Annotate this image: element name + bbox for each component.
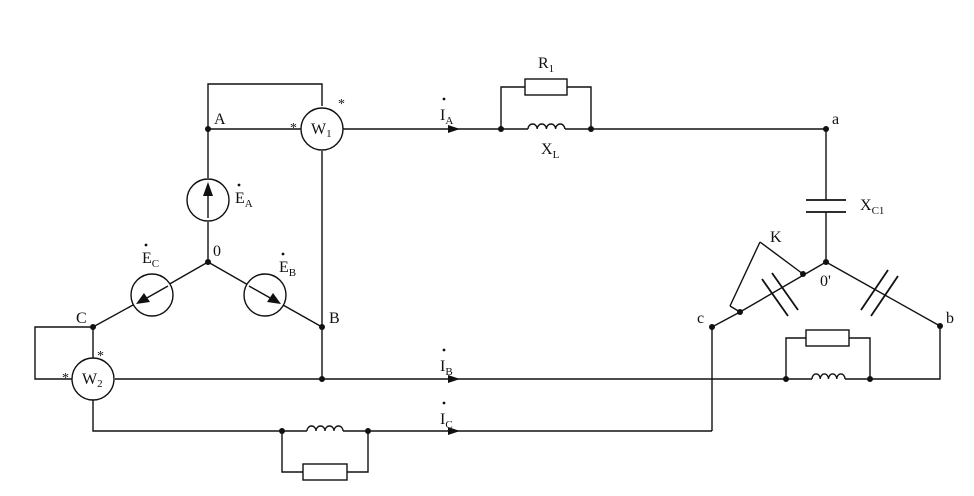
node-label-zero-prime: 0' — [820, 273, 831, 290]
node-dot-load-c-right — [365, 428, 371, 434]
wires — [34, 83, 941, 473]
node-dot-a — [823, 126, 829, 132]
node-label-zero: 0 — [213, 243, 221, 260]
source-EC — [130, 273, 174, 317]
component-label-XL: XL — [541, 141, 560, 161]
labels: A 0 B C a 0' c b EA EB EC W1 W2 * * * * … — [62, 55, 954, 431]
star-w2-left: * — [62, 371, 69, 386]
star-w1-left: * — [290, 121, 297, 136]
source-label-EB: EB — [279, 259, 296, 279]
source-EB — [243, 273, 287, 317]
current-arrow-IB — [448, 375, 460, 383]
resistor-load-b — [805, 329, 850, 347]
switch-label-K: K — [770, 229, 782, 246]
source-label-EC: EC — [142, 250, 159, 270]
node-label-C: C — [76, 310, 87, 327]
resistor-R1 — [524, 78, 568, 96]
node-dot-load-c-left — [279, 428, 285, 434]
star-w1-top: * — [338, 97, 345, 112]
node-label-A: A — [214, 111, 226, 128]
node-dot-b — [937, 323, 943, 329]
capacitor-XC1 — [806, 199, 846, 213]
wattmeter-label-W2: W2 — [82, 371, 103, 390]
node-dot-load-b-right — [867, 376, 873, 382]
switch-K-blade — [729, 241, 761, 307]
component-label-XC1: XC1 — [860, 197, 884, 217]
node-dot-B — [319, 324, 325, 330]
node-dot-r1-right — [588, 126, 594, 132]
inductor-load-c — [306, 425, 344, 432]
node-label-b: b — [946, 310, 954, 327]
source-EA — [186, 178, 230, 222]
node-dot-A — [205, 126, 211, 132]
phasor-dots — [144, 97, 446, 405]
source-label-EA: EA — [235, 190, 253, 210]
inductor-XL — [527, 123, 566, 130]
resistor-load-c — [302, 463, 348, 481]
node-label-a: a — [832, 111, 839, 128]
node-dot-0-prime — [823, 259, 829, 265]
inductor-load-b — [811, 373, 846, 380]
node-dot-load-b-left — [783, 376, 789, 382]
current-label-IC: IC — [440, 411, 453, 431]
junction-dots — [90, 126, 943, 434]
node-dot-r1-left — [498, 126, 504, 132]
star-w2-top: * — [97, 349, 104, 364]
node-dot-switch-top — [800, 271, 806, 277]
capacitor-load-c — [761, 272, 799, 317]
node-dot-0 — [205, 259, 211, 265]
component-label-R1: R1 — [538, 55, 554, 75]
current-label-IA: IA — [440, 107, 453, 127]
capacitor-load-b — [860, 269, 899, 317]
node-label-c: c — [697, 310, 704, 327]
node-dot-C — [90, 324, 96, 330]
node-dot-line-b — [319, 376, 325, 382]
wattmeter-W2 — [71, 357, 115, 401]
node-dot-switch-bottom — [737, 309, 743, 315]
current-arrow-IC — [448, 427, 460, 435]
wattmeter-W1 — [300, 107, 344, 151]
current-arrow-IA — [448, 125, 460, 133]
node-label-B: B — [329, 310, 340, 327]
wattmeter-label-W1: W1 — [311, 121, 332, 140]
current-label-IB: IB — [440, 358, 453, 378]
node-dot-c — [709, 324, 715, 330]
